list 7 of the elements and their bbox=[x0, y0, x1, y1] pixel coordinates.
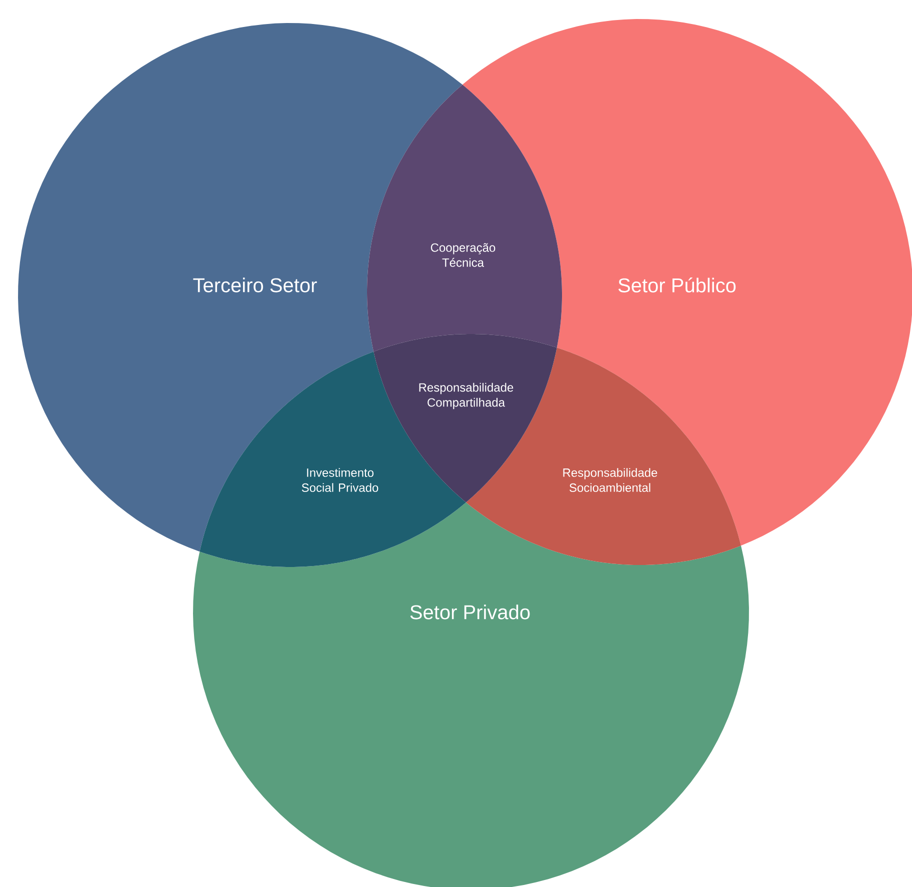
circle-label: Setor Privado bbox=[410, 604, 530, 620]
overlap-label: Responsabilidade Compartilhada bbox=[419, 382, 514, 410]
circle-label: Setor Público bbox=[618, 278, 736, 292]
overlap-label: Cooperação Técnica bbox=[430, 243, 496, 267]
overlap-label: Investimento Social Privado bbox=[302, 468, 378, 492]
circle-label: Terceiro Setor bbox=[193, 278, 317, 292]
overlap-label: Responsabilidade Socioambiental bbox=[563, 468, 658, 492]
